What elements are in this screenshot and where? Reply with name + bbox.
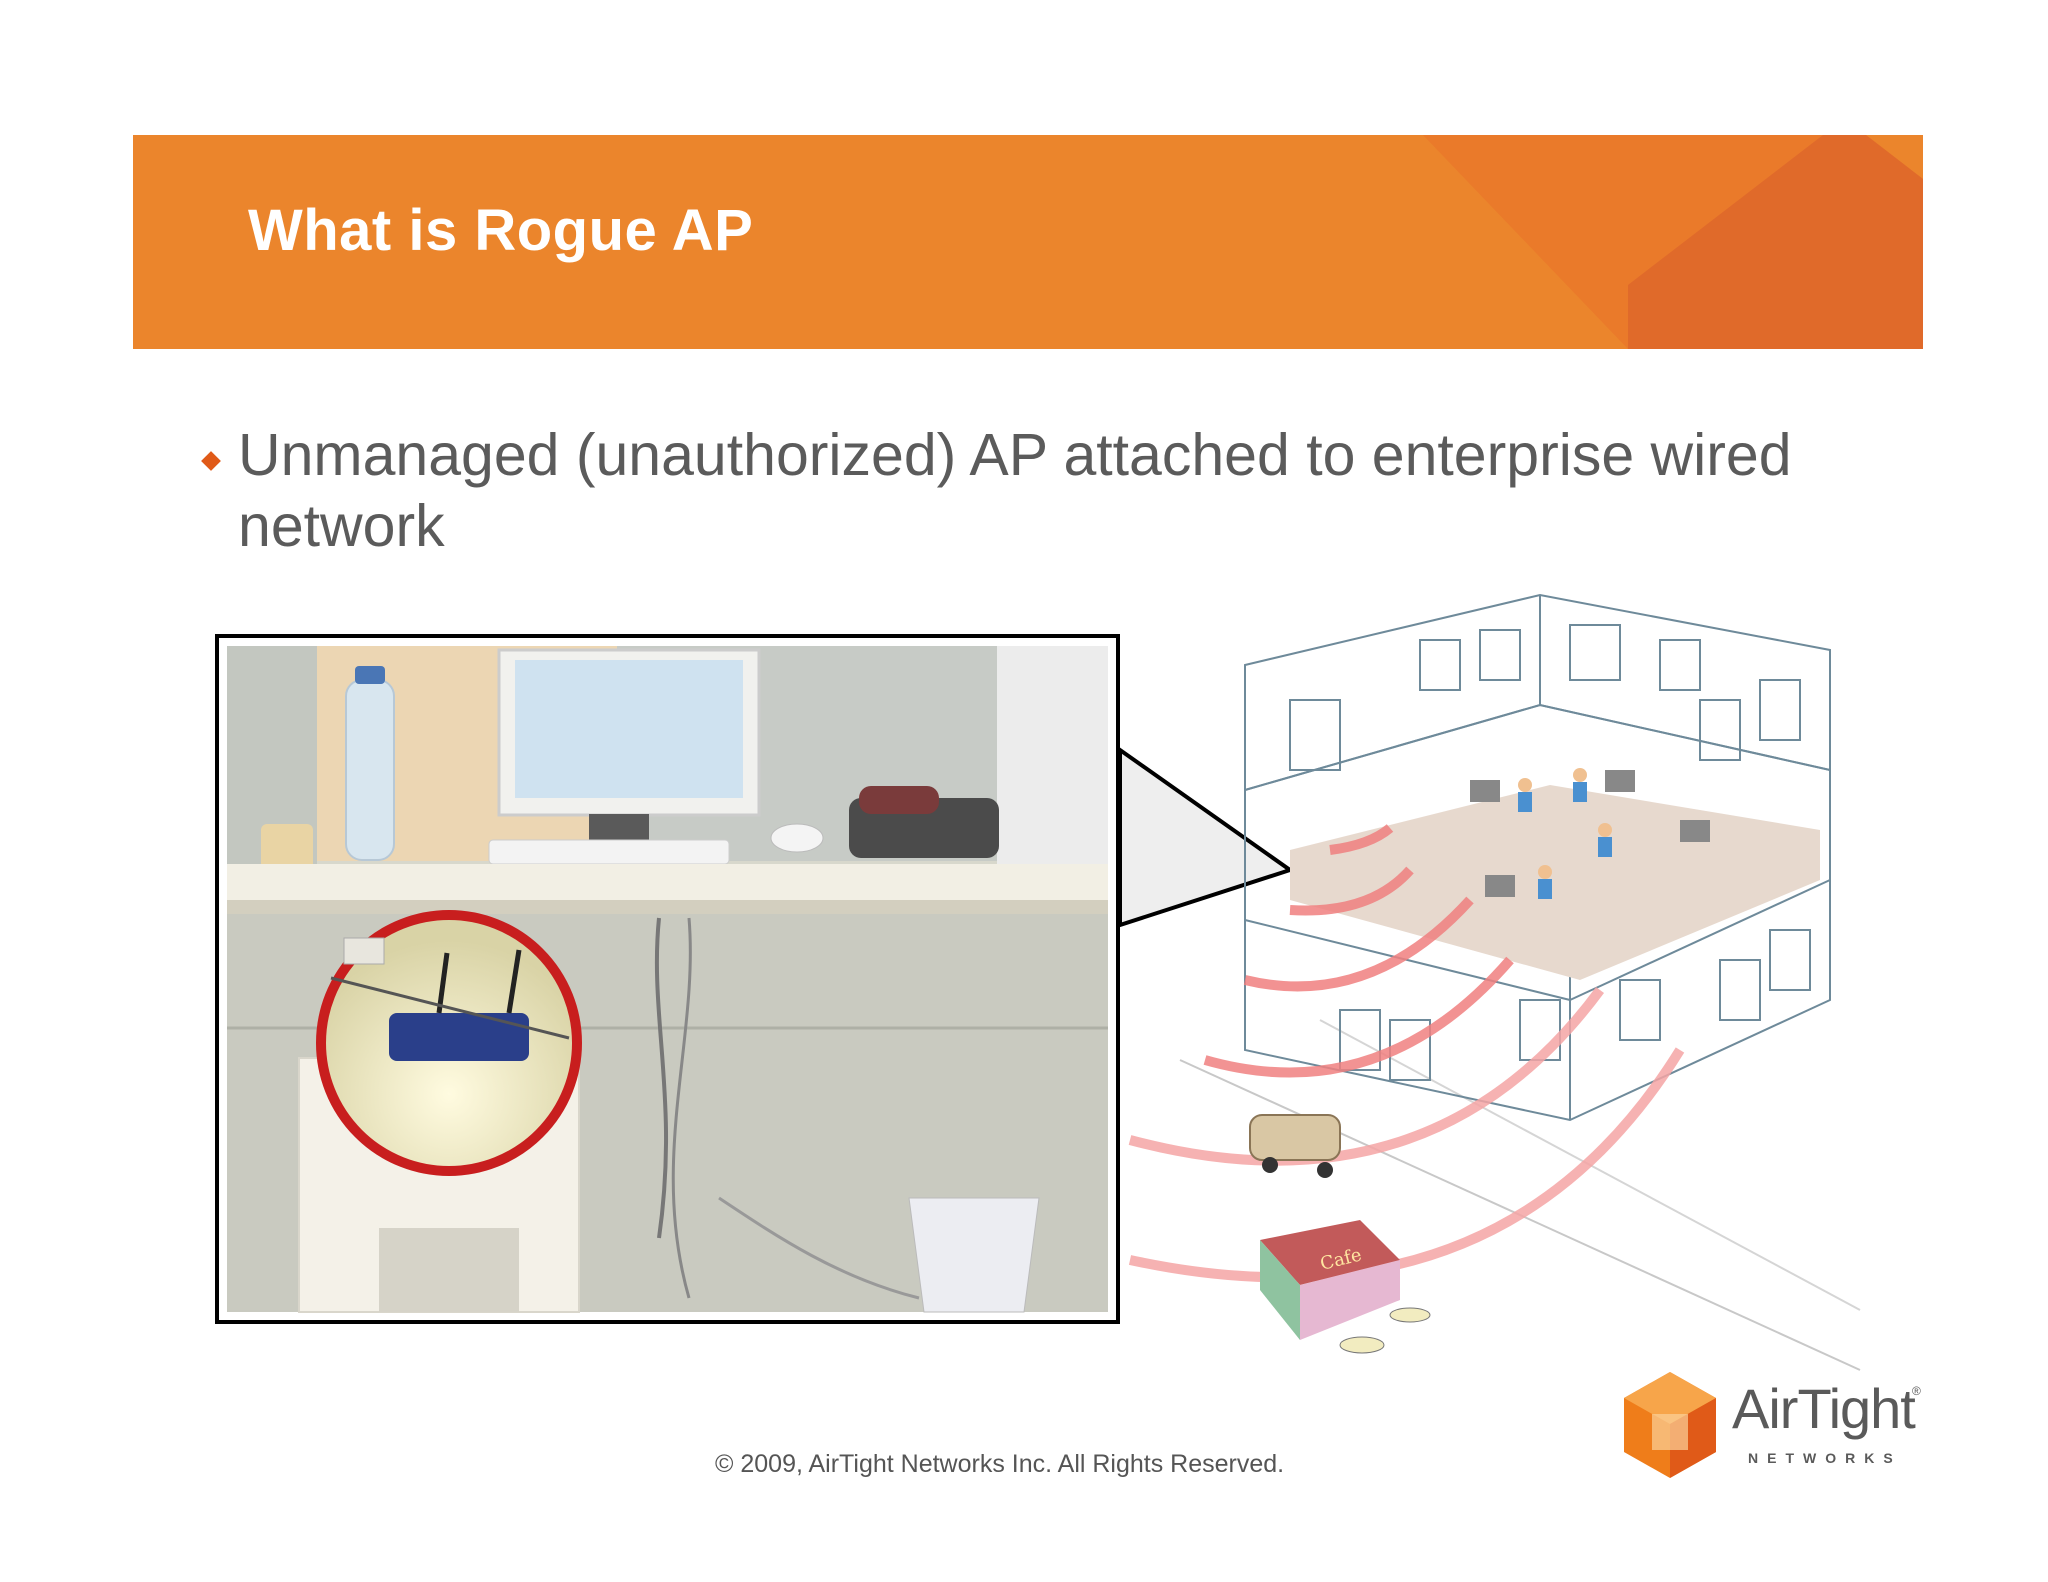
office-photo: [227, 646, 1108, 1313]
building-illustration: Cafe: [1118, 593, 1861, 1371]
wireless-waves: [1203, 824, 1514, 1078]
office-photo-panel: [215, 634, 1120, 1324]
cube-logo-icon: [1624, 1372, 1716, 1478]
banner-decoration: [1423, 135, 1923, 349]
office-workers: [1470, 768, 1710, 899]
title-banner: What is Rogue AP: [133, 135, 1923, 349]
diamond-bullet-icon: [201, 451, 221, 471]
van-icon: [1249, 1114, 1341, 1178]
logo-wordmark: AirTight: [1732, 1377, 1916, 1440]
logo-registered-mark: ®: [1912, 1384, 1921, 1398]
logo-subtitle: NETWORKS: [1748, 1450, 1902, 1466]
cafe-icon: Cafe: [1260, 1220, 1431, 1354]
airtight-logo: AirTight ® NETWORKS: [1620, 1370, 1940, 1480]
callout-pointer: [1118, 746, 1295, 928]
bullet-text: Unmanaged (unauthorized) AP attached to …: [238, 422, 1792, 559]
building-outline: [1244, 593, 1831, 1122]
slide-title: What is Rogue AP: [248, 198, 754, 263]
copyright-text: © 2009, AirTight Networks Inc. All Right…: [715, 1450, 1285, 1478]
router-device: [389, 1013, 529, 1061]
